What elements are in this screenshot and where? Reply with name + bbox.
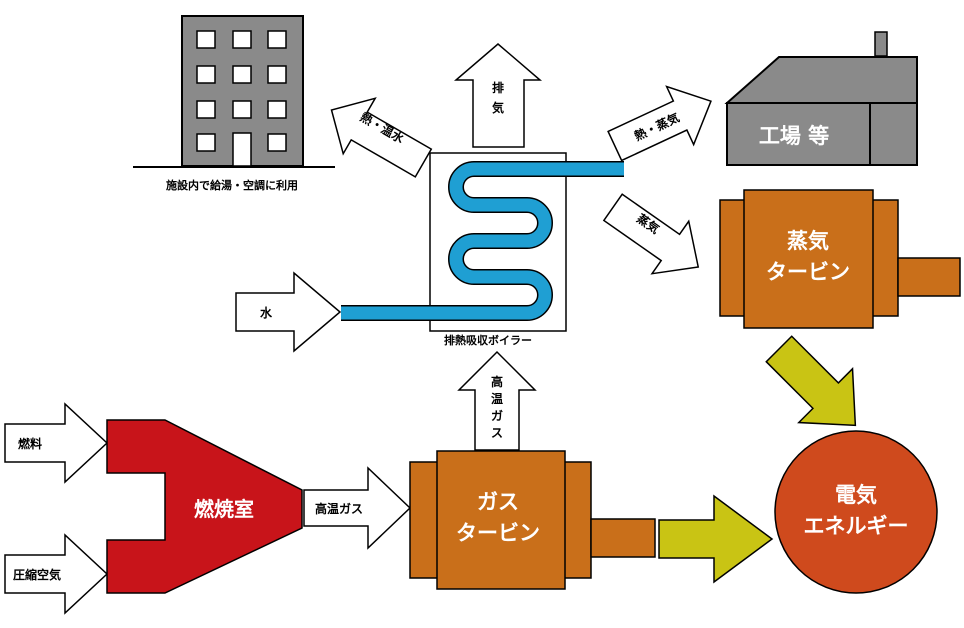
- high-temp-gas-up-arrow: [457, 350, 537, 451]
- combustor-label: 燃焼室: [194, 497, 254, 521]
- building-door: [232, 132, 252, 167]
- gas-turbine-shaft: [590, 518, 656, 558]
- combustor-body: [106, 419, 303, 594]
- gas-turbine-label-1: ガス: [477, 490, 519, 514]
- gas-right-label: 高温ガス: [315, 501, 363, 516]
- electric-label-1: 電気: [835, 483, 877, 507]
- factory-label: 工場 等: [759, 124, 829, 148]
- fuel-label: 燃料: [18, 436, 42, 451]
- gas-up-label-3: ガ: [491, 408, 503, 423]
- gas-up-label-2: 温: [491, 392, 503, 406]
- gas-turbine: ガス タービン: [409, 450, 656, 590]
- gas-up-label-1: 高: [491, 374, 503, 389]
- gas-turbine-core: [436, 450, 566, 590]
- compressed-air-label: 圧縮空気: [13, 567, 61, 582]
- combustor: 燃焼室: [106, 419, 303, 594]
- exhaust-label-1: 排: [492, 80, 504, 95]
- factory-roof: [724, 56, 918, 104]
- fuel-arrow: [4, 402, 109, 484]
- water-label: 水: [260, 305, 273, 320]
- boiler-caption: 排熱吸収ボイラー: [444, 333, 532, 347]
- gas-to-electric-arrow: [658, 494, 774, 584]
- high-temp-gas-right-arrow: [303, 466, 412, 550]
- steam-turbine-shaft: [897, 257, 961, 297]
- steam-to-electric-arrow: [765, 335, 857, 427]
- hot-water-arrow: [330, 97, 433, 178]
- factory: 工場 等: [724, 31, 918, 166]
- compressed-air-arrow: [4, 533, 109, 615]
- steam-turbine-core: [743, 189, 874, 329]
- factory-chimney: [874, 31, 888, 57]
- electric-energy: 電気 エネルギー: [774, 430, 938, 594]
- factory-front: [726, 102, 871, 166]
- exhaust-heat-boiler: 排熱吸収ボイラー: [341, 152, 624, 347]
- steam-turbine: 蒸気 タービン: [719, 189, 961, 329]
- gas-turbine-label-2: タービン: [456, 521, 540, 545]
- gas-up-label-4: ス: [491, 426, 503, 440]
- factory-side: [869, 102, 918, 166]
- building-caption: 施設内で給湯・空調に利用: [166, 178, 298, 192]
- heat-exchanger-pipe: [341, 162, 624, 320]
- exhaust-arrow: [453, 43, 543, 148]
- water-arrow: [235, 271, 342, 353]
- steam-turbine-label-1: 蒸気: [787, 229, 829, 253]
- office-building: 施設内で給湯・空調に利用: [133, 15, 335, 192]
- building-windows: [196, 30, 287, 152]
- heat-steam-arrow: [607, 85, 712, 162]
- steam-turbine-label-2: タービン: [766, 260, 850, 284]
- electric-label-2: エネルギー: [804, 514, 909, 538]
- exhaust-label-2: 気: [492, 100, 504, 115]
- electric-energy-circle: [774, 430, 938, 594]
- steam-arrow: [602, 193, 700, 275]
